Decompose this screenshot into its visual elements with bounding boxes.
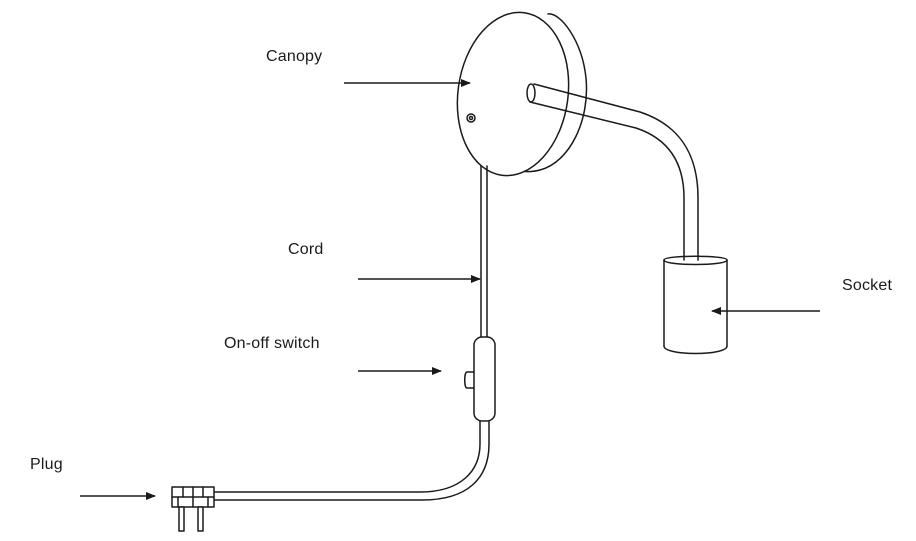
socket-label: Socket bbox=[842, 277, 893, 294]
on-off-switch bbox=[464, 336, 496, 422]
on-off-switch-label: On-off switch bbox=[224, 335, 320, 352]
cord bbox=[213, 165, 490, 501]
socket bbox=[663, 251, 728, 355]
canopy-label: Canopy bbox=[266, 48, 323, 65]
canopy-screw bbox=[466, 113, 476, 123]
arm bbox=[526, 83, 699, 253]
cord-label: Cord bbox=[288, 241, 324, 258]
plug bbox=[171, 486, 215, 532]
canopy bbox=[456, 11, 588, 177]
plug-label: Plug bbox=[30, 456, 63, 473]
